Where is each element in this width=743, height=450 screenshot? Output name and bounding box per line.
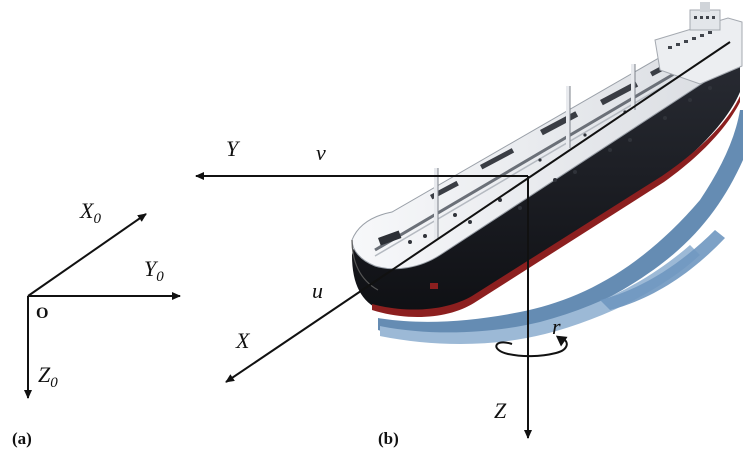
- body-x-axis-arrow: [225, 41, 731, 383]
- ship-illustration: [351, 2, 743, 344]
- ship-bridge-superstructure: [654, 2, 743, 85]
- ship-masts: [434, 64, 635, 240]
- body-z-axis-label: Z: [494, 398, 507, 423]
- sway-velocity-label: v: [316, 140, 326, 165]
- yaw-rotation-arrow: [495, 335, 568, 358]
- body-y-axis-label: Y: [226, 136, 241, 161]
- x0-axis-label: X0: [79, 198, 101, 227]
- y0-axis-label: Y0: [144, 256, 164, 285]
- body-fixed-frame: Y v u X Z r (b): [195, 41, 731, 448]
- z0-axis-label: Z0: [38, 362, 58, 391]
- surge-velocity-label: u: [312, 278, 323, 303]
- panel-b-caption: (b): [378, 429, 399, 448]
- water-splash: [378, 110, 743, 344]
- earth-fixed-frame: X0 Y0 Z0 O (a): [12, 198, 181, 448]
- x0-axis-arrow: [27, 213, 147, 297]
- yaw-rate-label: r: [552, 314, 561, 339]
- origin-label: O: [36, 305, 48, 322]
- panel-a-caption: (a): [12, 429, 32, 448]
- body-x-axis-label: X: [235, 328, 251, 353]
